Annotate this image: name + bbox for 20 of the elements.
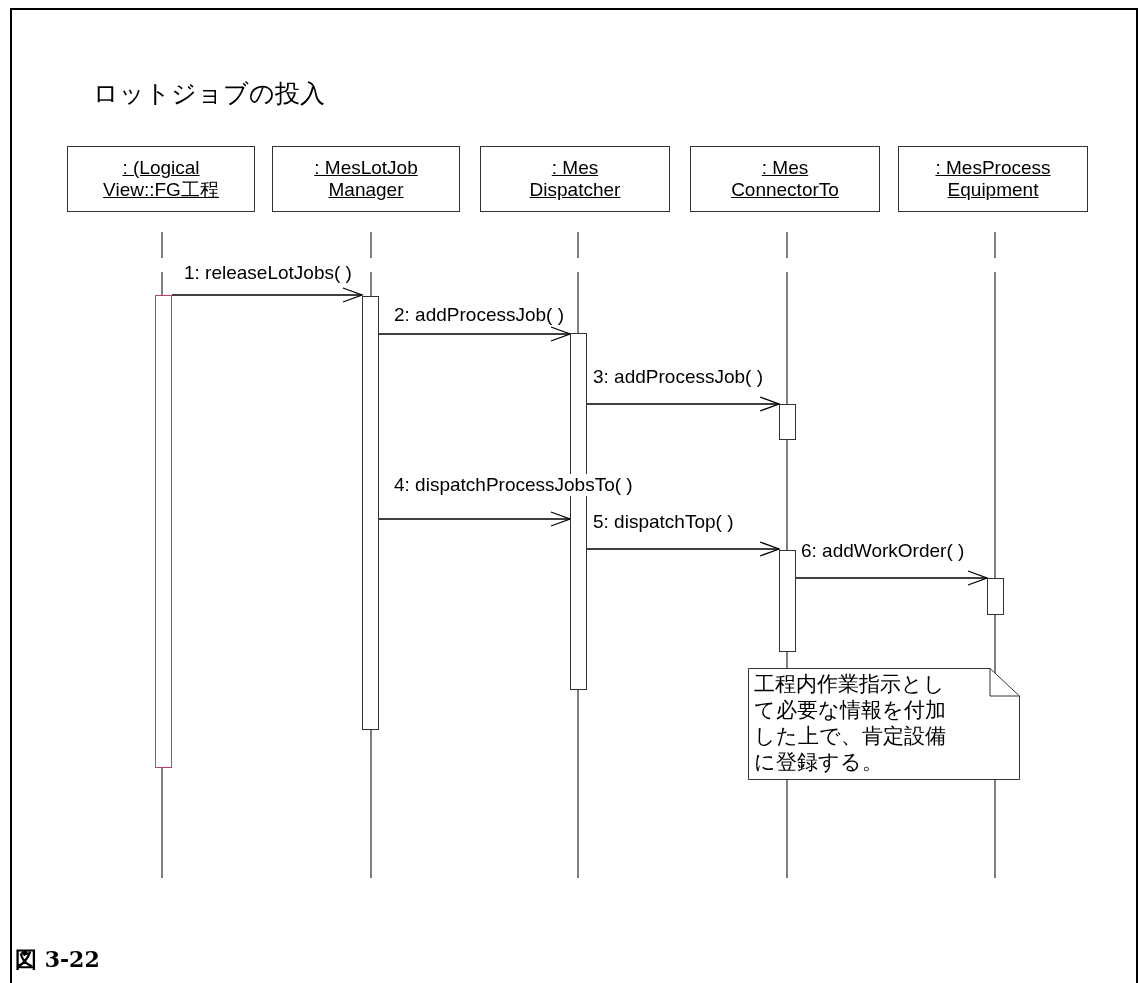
message-arrow bbox=[378, 511, 571, 527]
message-arrow bbox=[795, 570, 988, 586]
message-arrow bbox=[171, 287, 363, 303]
activation-bar bbox=[779, 550, 796, 652]
activation-bar bbox=[779, 404, 796, 440]
activation-bar bbox=[155, 295, 172, 768]
object-box: : MesProcess Equipment bbox=[898, 146, 1088, 212]
object-box: : MesLotJob Manager bbox=[272, 146, 460, 212]
message-arrow bbox=[586, 541, 780, 557]
caption: 図 3-22 bbox=[15, 945, 100, 973]
title: ロットジョブの投入 bbox=[93, 78, 325, 108]
message-label: 4: dispatchProcessJobsTo( ) bbox=[393, 474, 634, 496]
note: 工程内作業指示として必要な情報を付加した上で、肯定設備に登録する。 bbox=[748, 668, 1020, 780]
object-box: : Mes Dispatcher bbox=[480, 146, 670, 212]
activation-bar bbox=[362, 296, 379, 730]
object-box: : Mes ConnectorTo bbox=[690, 146, 880, 212]
message-arrow bbox=[586, 396, 780, 412]
activation-bar bbox=[987, 578, 1004, 615]
message-arrow bbox=[378, 326, 571, 342]
object-box: : (Logical View::FG工程 bbox=[67, 146, 255, 212]
